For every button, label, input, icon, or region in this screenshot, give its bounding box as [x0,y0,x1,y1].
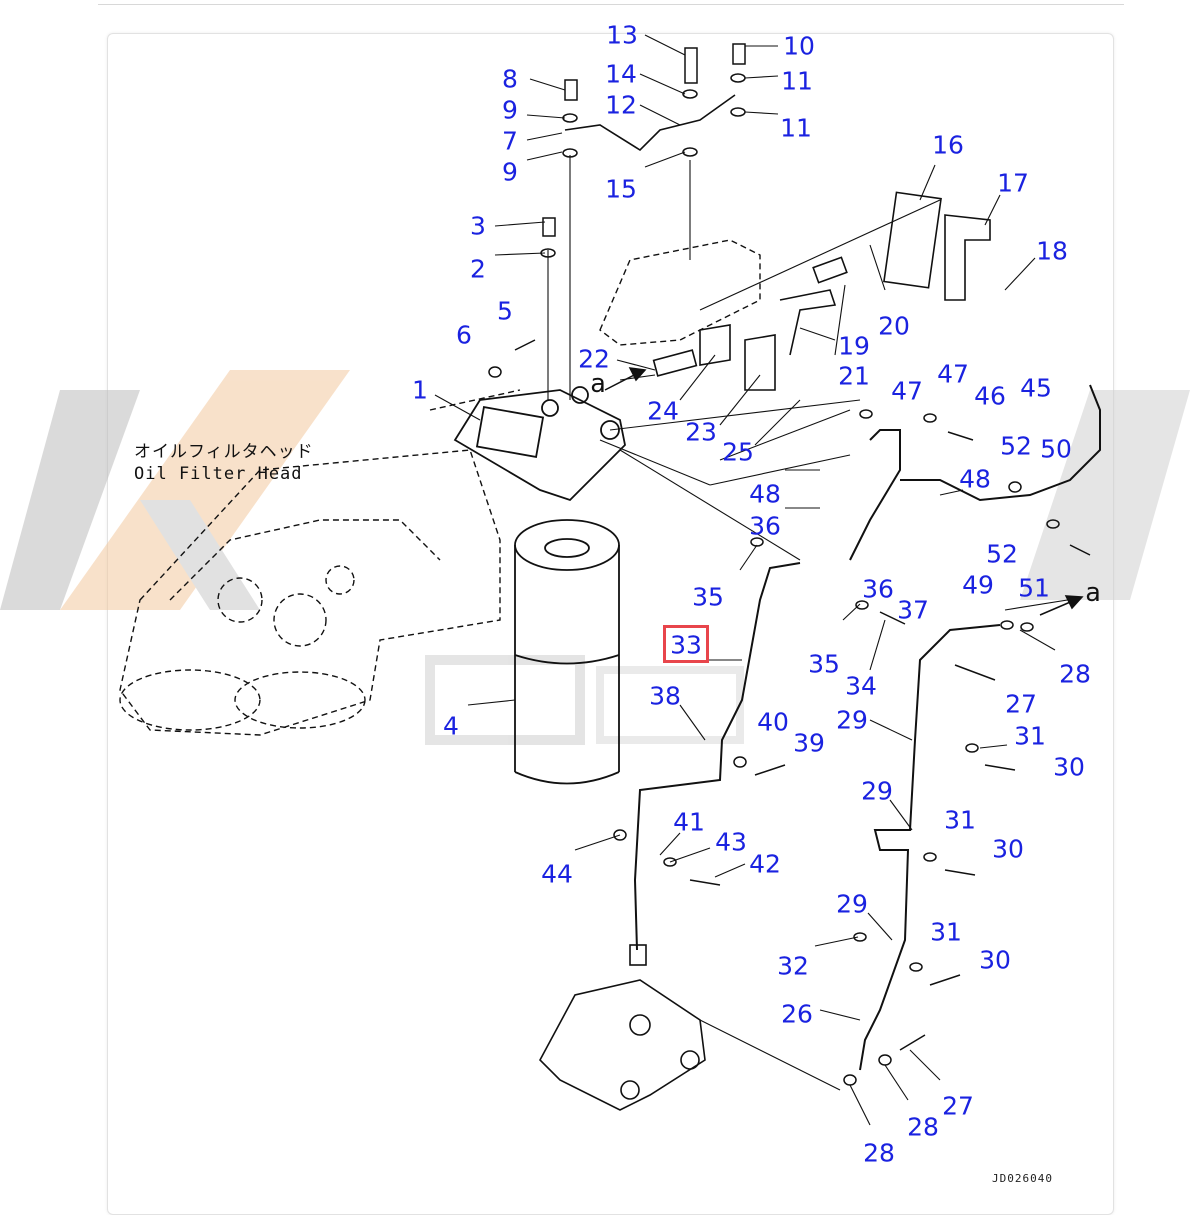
callout-28[interactable]: 28 [1059,659,1091,689]
callout-27[interactable]: 27 [1005,689,1037,719]
oil-pipes [633,384,1101,1071]
callout-18[interactable]: 18 [1036,236,1068,266]
callout-5[interactable]: 5 [497,296,513,326]
callout-9[interactable]: 9 [502,157,518,187]
callout-11[interactable]: 11 [781,66,813,96]
callout-4[interactable]: 4 [443,711,459,741]
upper-brackets [564,94,991,391]
callout-15[interactable]: 15 [605,174,637,204]
callout-13[interactable]: 13 [606,20,638,50]
oil-filter-head [453,386,626,502]
callout-7[interactable]: 7 [502,126,518,156]
oil-filter-head-label-jp: オイルフィルタヘッド [134,442,314,462]
callout-45[interactable]: 45 [1020,373,1052,403]
reference-arrows [604,367,1084,616]
callout-29[interactable]: 29 [836,705,868,735]
callout-31[interactable]: 31 [944,805,976,835]
callout-39[interactable]: 39 [793,728,825,758]
callout-35[interactable]: 35 [692,582,724,612]
callout-40[interactable]: 40 [757,707,789,737]
callout-29[interactable]: 29 [836,889,868,919]
callout-43[interactable]: 43 [715,827,747,857]
callout-12[interactable]: 12 [605,90,637,120]
lower-pump-block [539,944,706,1111]
callout-30[interactable]: 30 [992,834,1024,864]
callout-33[interactable]: 33 [670,630,702,660]
callout-31[interactable]: 31 [1014,721,1046,751]
callout-2[interactable]: 2 [470,254,486,284]
callout-24[interactable]: 24 [647,396,679,426]
callout-6[interactable]: 6 [456,320,472,350]
oil-filter-head-label: オイルフィルタヘッド Oil Filter Head [134,441,314,485]
callout-47[interactable]: 47 [937,359,969,389]
callout-36[interactable]: 36 [749,511,781,541]
line-art [119,34,1101,1126]
callout-48[interactable]: 48 [959,464,991,494]
callout-32[interactable]: 32 [777,951,809,981]
reference-mark-a: a [1085,578,1101,608]
callout-52[interactable]: 52 [1000,431,1032,461]
drawing-code: JD026040 [992,1172,1053,1185]
highlight-box [663,625,709,663]
callout-14[interactable]: 14 [605,59,637,89]
oil-filter-cartridge [514,519,620,785]
callout-47[interactable]: 47 [891,376,923,406]
callout-42[interactable]: 42 [749,849,781,879]
callout-52[interactable]: 52 [986,539,1018,569]
engine-block-outline [119,239,761,736]
callout-48[interactable]: 48 [749,479,781,509]
callout-17[interactable]: 17 [997,168,1029,198]
callout-31[interactable]: 31 [930,917,962,947]
callout-23[interactable]: 23 [685,417,717,447]
callout-11[interactable]: 11 [780,113,812,143]
callout-49[interactable]: 49 [962,570,994,600]
callout-10[interactable]: 10 [783,31,815,61]
callout-28[interactable]: 28 [907,1112,939,1142]
callout-22[interactable]: 22 [578,344,610,374]
callout-19[interactable]: 19 [838,331,870,361]
callout-51[interactable]: 51 [1018,573,1050,603]
top-divider [98,4,1124,5]
watermark-logo [0,370,1190,745]
fasteners [488,43,1091,1086]
callout-1[interactable]: 1 [412,375,428,405]
callout-25[interactable]: 25 [722,437,754,467]
callout-27[interactable]: 27 [942,1091,974,1121]
callout-9[interactable]: 9 [502,95,518,125]
callout-3[interactable]: 3 [470,211,486,241]
callout-41[interactable]: 41 [673,807,705,837]
callout-46[interactable]: 46 [974,381,1006,411]
callout-28[interactable]: 28 [863,1138,895,1168]
callout-44[interactable]: 44 [541,859,573,889]
reference-mark-a: a [590,369,606,399]
callout-21[interactable]: 21 [838,361,870,391]
callout-37[interactable]: 37 [897,595,929,625]
callout-16[interactable]: 16 [932,130,964,160]
callout-8[interactable]: 8 [502,64,518,94]
callout-30[interactable]: 30 [979,945,1011,975]
callout-35[interactable]: 35 [808,649,840,679]
callout-34[interactable]: 34 [845,671,877,701]
oil-filter-head-label-en: Oil Filter Head [134,464,303,484]
callout-26[interactable]: 26 [781,999,813,1029]
callout-38[interactable]: 38 [649,681,681,711]
callout-29[interactable]: 29 [861,776,893,806]
callout-20[interactable]: 20 [878,311,910,341]
callout-30[interactable]: 30 [1053,752,1085,782]
leader-lines [434,34,1081,1126]
callout-36[interactable]: 36 [862,574,894,604]
callout-50[interactable]: 50 [1040,434,1072,464]
